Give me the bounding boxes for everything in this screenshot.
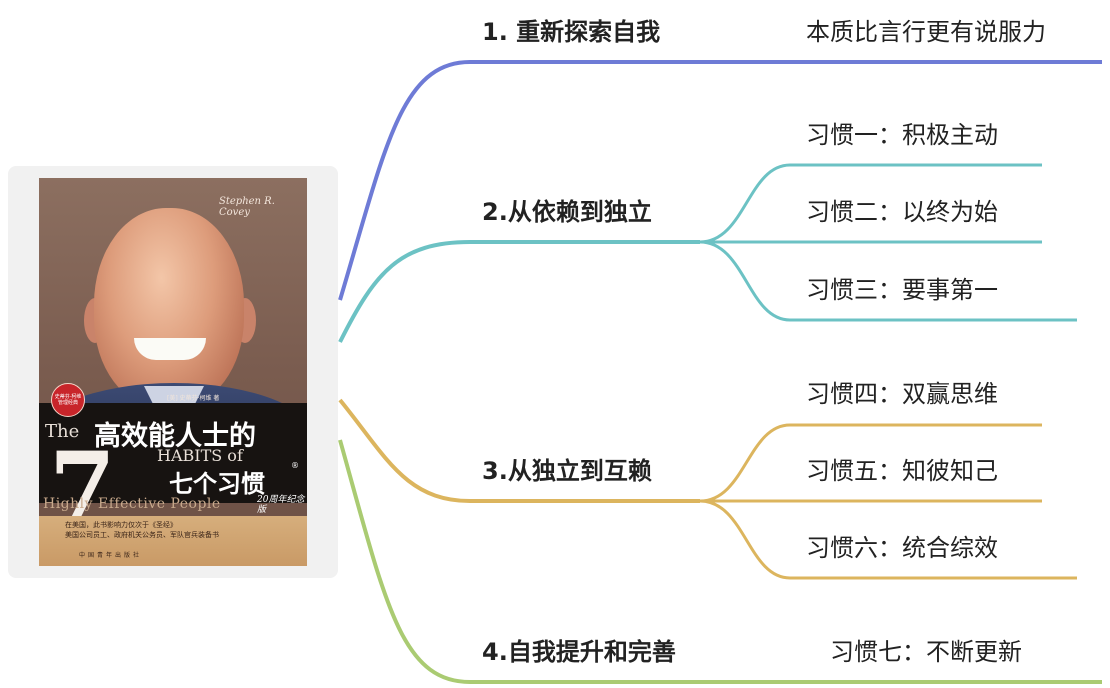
cover-bottom-strip bbox=[39, 516, 307, 566]
connector-branch-2 bbox=[338, 240, 700, 343]
cover-publisher: 中国青年出版社 bbox=[79, 552, 143, 559]
cover-smile bbox=[134, 338, 206, 360]
cover-anniversary: 20周年纪念版 bbox=[257, 495, 305, 515]
branch-label-2[interactable]: 2.从依赖到独立 bbox=[482, 198, 652, 226]
leaf-label-2-3[interactable]: 习惯三：要事第一 bbox=[806, 276, 998, 304]
connector-branch-1 bbox=[338, 60, 1102, 301]
connector-leaf-3-3 bbox=[699, 499, 1077, 580]
cover-habits-of: HABITS of bbox=[157, 446, 243, 465]
leaf-label-3-2[interactable]: 习惯五：知彼知己 bbox=[806, 457, 998, 485]
leaf-label-2-2[interactable]: 习惯二：以终为始 bbox=[806, 198, 998, 226]
leaf-label-4-1[interactable]: 习惯七：不断更新 bbox=[830, 638, 1022, 666]
cover-author-signature: Stephen R. Covey bbox=[219, 196, 275, 218]
cover-blurb-line-1: 在美国，此书影响力仅次于《圣经》 bbox=[65, 521, 177, 529]
connector-leaf-2-3 bbox=[699, 240, 1077, 322]
cover-blurb: 在美国，此书影响力仅次于《圣经》 美国公司员工、政府机关公务员、军队官兵装备书 bbox=[65, 520, 219, 540]
connector-leaf-3-1 bbox=[699, 423, 1042, 503]
cover-highly-effective-people: Highly Effective People bbox=[43, 496, 221, 512]
connector-leaf-2-1 bbox=[699, 163, 1042, 244]
branch-label-1[interactable]: 1. 重新探索自我 bbox=[482, 18, 661, 46]
cover-title-cn-2: 七个习惯 bbox=[169, 470, 265, 498]
cover-title-band bbox=[39, 403, 307, 503]
cover-portrait bbox=[94, 208, 244, 408]
cover-badge: 史蒂芬·柯维 管理经典 bbox=[51, 383, 85, 417]
cover-blurb-line-2: 美国公司员工、政府机关公务员、军队官兵装备书 bbox=[65, 531, 219, 540]
leaf-label-1-1[interactable]: 本质比言行更有说服力 bbox=[806, 18, 1046, 46]
cover-title-cn-1: 高效能人士的 bbox=[94, 421, 256, 452]
cover-translator: [美] 史蒂芬·柯维 著 bbox=[167, 395, 220, 402]
leaf-label-2-1[interactable]: 习惯一：积极主动 bbox=[806, 121, 998, 149]
branch-label-4[interactable]: 4.自我提升和完善 bbox=[482, 638, 676, 666]
connector-branch-4 bbox=[338, 439, 1102, 684]
book-cover-image: Stephen R. Covey 史蒂芬·柯维 管理经典 [美] 史蒂芬·柯维 … bbox=[39, 178, 307, 566]
branch-label-3[interactable]: 3.从独立到互赖 bbox=[482, 457, 652, 485]
connector-branch-3 bbox=[338, 398, 700, 503]
cover-the: The bbox=[45, 421, 80, 442]
cover-registered-mark: ® bbox=[291, 461, 299, 470]
leaf-label-3-1[interactable]: 习惯四：双赢思维 bbox=[806, 380, 998, 408]
leaf-label-3-3[interactable]: 习惯六：统合综效 bbox=[806, 534, 998, 562]
